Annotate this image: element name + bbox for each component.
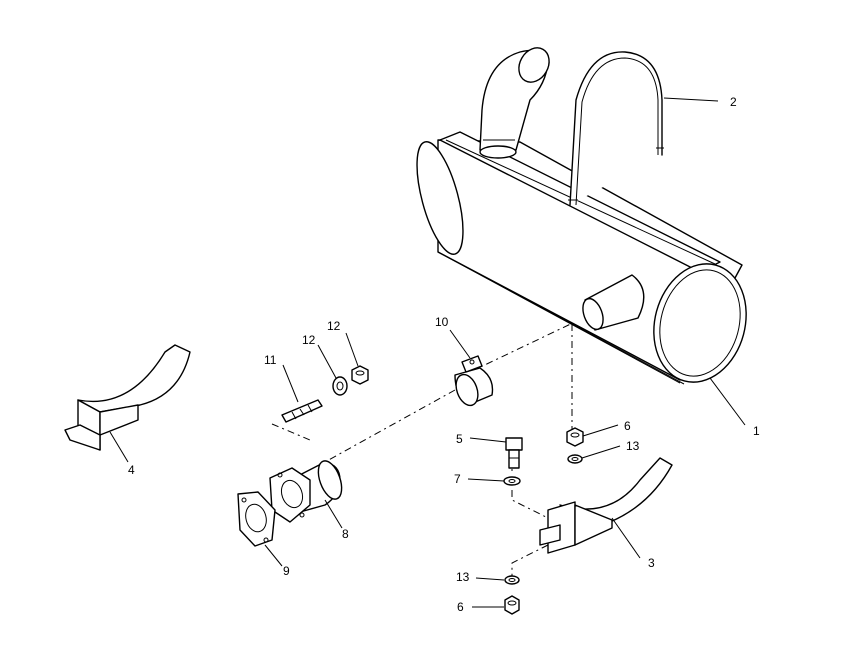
bolt [505,437,523,469]
leader-lines [109,97,746,608]
lock-washer-7 [503,476,521,486]
callout-11: 11 [264,353,277,367]
callout-6-lower: 6 [457,600,464,614]
callout-5: 5 [456,432,463,446]
callout-labels: 1 2 3 4 5 6 13 7 8 9 10 11 12 12 13 6 [128,95,760,614]
washer-13-lower [504,575,520,585]
callout-1: 1 [753,424,760,438]
clamp [454,355,494,407]
washer-12 [332,376,348,396]
nut-12 [351,365,369,385]
callout-8: 8 [342,527,349,541]
u-bolt [568,51,664,206]
exhaust-pipe [269,460,343,523]
nut-upper [566,427,584,447]
callout-6-upper: 6 [624,419,631,433]
callout-3: 3 [648,556,655,570]
callout-13-upper: 13 [626,439,640,453]
callout-12-nut: 12 [327,319,341,333]
bracket-left [64,344,191,451]
stud [281,399,323,423]
callout-9: 9 [283,564,290,578]
callout-10: 10 [435,315,449,329]
washer-13-upper [567,454,583,464]
nut-lower [504,595,520,615]
muffler [416,47,747,385]
callout-2: 2 [730,95,737,109]
callout-13-lower: 13 [456,570,470,584]
bracket-right [539,457,673,554]
callout-7: 7 [454,472,461,486]
gasket [237,491,276,547]
callout-12-washer: 12 [302,333,316,347]
callout-4: 4 [128,463,135,477]
